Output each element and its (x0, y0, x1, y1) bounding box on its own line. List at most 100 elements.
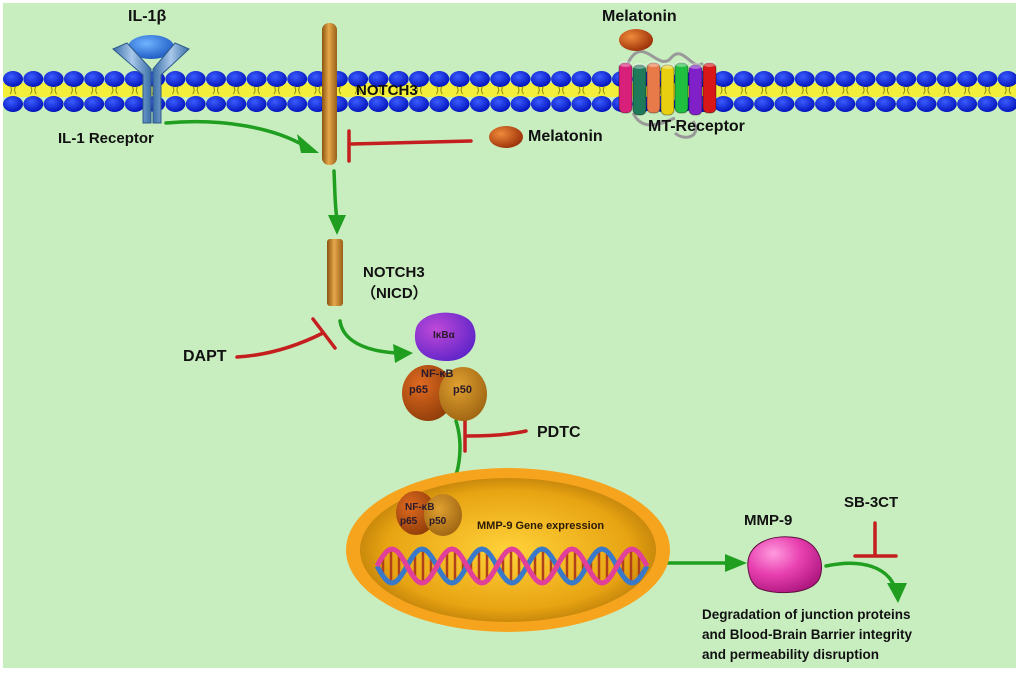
phospholipid-head (63, 96, 84, 112)
phospholipid-tail (476, 85, 484, 95)
phospholipid-head (957, 71, 978, 87)
phospholipid-tail (90, 85, 98, 95)
phospholipid-head (3, 96, 23, 112)
phospholipid-head (510, 96, 531, 112)
phospholipid-head (368, 71, 389, 87)
phospholipid-tail (374, 85, 382, 95)
mt-receptor-helix-cap (675, 61, 688, 67)
phospholipid-head (530, 71, 551, 87)
phospholipid-head (754, 96, 775, 112)
phospholipid-head (104, 96, 125, 112)
notch3-nicd-label-1: NOTCH3 (363, 264, 425, 281)
phospholipid-head (124, 96, 145, 112)
p50-cyto-label: p50 (453, 384, 472, 396)
phospholipid-tail (943, 85, 951, 95)
phospholipid-tail (557, 85, 565, 95)
mt-receptor-helix-cap (661, 63, 674, 69)
diagram-canvas (3, 23, 1016, 632)
phospholipid-head (774, 96, 795, 112)
dna-helix (374, 546, 650, 586)
phospholipid-head (551, 96, 572, 112)
phospholipid-head (266, 71, 287, 87)
phospholipid-head (185, 71, 206, 87)
phospholipid-tail (1004, 85, 1012, 95)
phospholipid-head (185, 96, 206, 112)
phospholipid-head (551, 71, 572, 87)
phospholipid-tail (780, 85, 788, 95)
phospholipid-head (104, 71, 125, 87)
phospholipid-tail (577, 85, 585, 95)
phospholipid-tail (963, 85, 971, 95)
phospholipid-tail (923, 85, 930, 95)
phospholipid-head (388, 71, 409, 87)
mt-receptor-helix-cap (703, 61, 716, 67)
phospholipid-head (815, 71, 835, 87)
phospholipid-head (388, 96, 409, 112)
il1b-ligand (128, 35, 174, 59)
phospholipid-head (510, 71, 531, 87)
phospholipid-tail (111, 85, 118, 95)
phospholipid-head (287, 71, 308, 87)
mt-receptor-helix-cap (689, 63, 702, 69)
phospholipid-tail (983, 85, 991, 95)
inhibit-pdtc (465, 429, 528, 438)
il1-receptor-label: IL-1 Receptor (58, 130, 154, 147)
outcome-line-2: and Blood-Brain Barrier integrity (702, 627, 913, 642)
notch3-membrane-rod (322, 23, 337, 165)
phospholipid-tail (70, 85, 78, 95)
phospholipid-head (449, 71, 470, 87)
phospholipid-head (591, 71, 612, 87)
phospholipid-tail (253, 85, 261, 95)
phospholipid-tail (435, 85, 443, 95)
phospholipid-head (84, 71, 105, 87)
phospholipid-head (490, 96, 511, 112)
dna-strand-2 (374, 546, 650, 586)
phospholipid-head (246, 71, 267, 87)
phospholipid-head (287, 96, 308, 112)
phospholipid-head (23, 71, 44, 87)
p65-nuc-label: p65 (400, 516, 418, 527)
phospholipid-head (875, 96, 896, 112)
phospholipid-tail (456, 85, 464, 95)
phospholipid-head (449, 96, 470, 112)
phospholipid-head (713, 71, 734, 87)
phospholipid-tail (9, 85, 17, 95)
phospholipid-head (754, 71, 775, 87)
p65-cyto-label: p65 (409, 384, 428, 396)
mt-receptor-helix (646, 62, 661, 114)
mt-receptor-helix (660, 64, 675, 116)
phospholipid-head (368, 96, 389, 112)
phospholipid-head (43, 96, 64, 112)
phospholipid-tail (395, 85, 403, 95)
ikba-protein (414, 312, 476, 361)
phospholipid-head (63, 71, 84, 87)
phospholipid-head (835, 71, 856, 87)
mmp9-label: MMP-9 (744, 512, 793, 529)
mt-receptor-helix-cap (633, 63, 646, 69)
melatonin-top-label: Melatonin (602, 8, 677, 25)
phospholipid-head (429, 96, 450, 112)
phospholipid-head (794, 96, 815, 112)
melatonin-ligand-top (619, 29, 653, 51)
phospholipid-tail (192, 85, 200, 95)
phospholipid-head (469, 96, 490, 112)
phospholipid-tail (496, 85, 504, 95)
notch3-nicd-label-2: （NICD） (361, 285, 428, 302)
phospholipid-head (855, 71, 876, 87)
nucleus (346, 468, 670, 632)
notch3-nicd-rod (327, 239, 343, 306)
phospholipid-head (124, 71, 145, 87)
phospholipid-head (3, 71, 23, 87)
phospholipid-head (409, 96, 429, 112)
nfkb-nuc-label: NF-κB (405, 502, 435, 513)
phospholipid-head (815, 96, 835, 112)
phospholipid-tail (902, 85, 910, 95)
phospholipid-head (226, 96, 247, 112)
p65-subunit-cyto (402, 365, 454, 421)
phospholipid-head (469, 71, 490, 87)
melatonin-molecule (489, 126, 523, 148)
phospholipid-head (997, 96, 1016, 112)
phospholipid-tail (760, 85, 768, 95)
arrow-nicd-to-ikba (338, 319, 398, 355)
inhibit-melatonin-notch3 (349, 139, 473, 146)
